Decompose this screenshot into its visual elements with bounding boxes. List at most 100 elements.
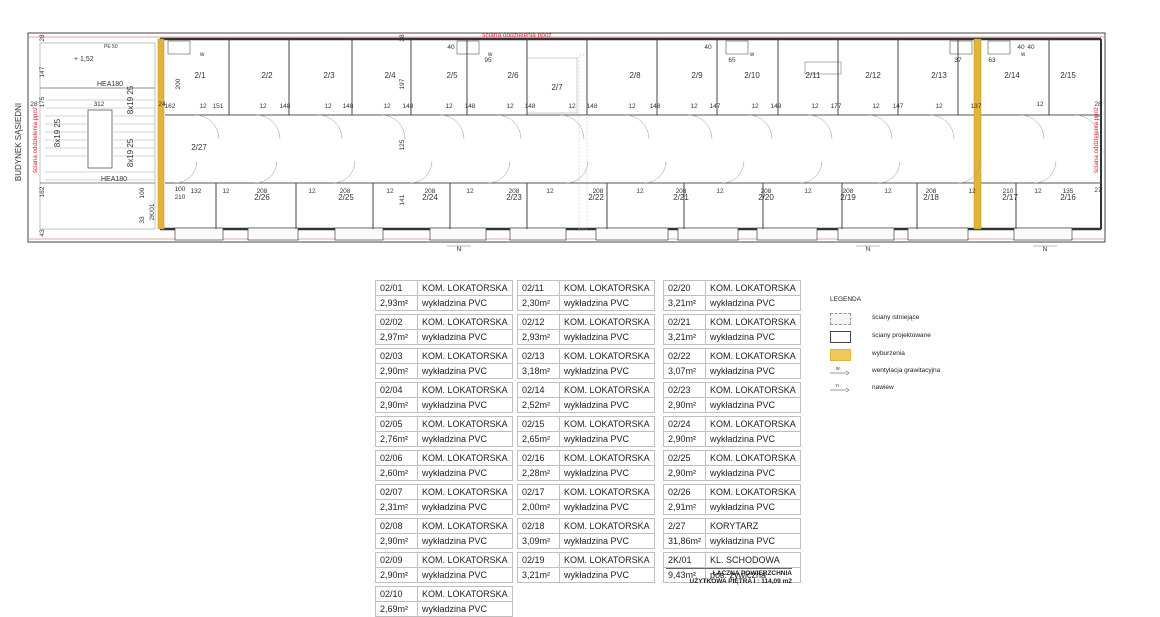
room-area: 2,60m² [375, 465, 418, 481]
room-id: 2/27 [662, 518, 707, 534]
legend-label-supply: nawiew [872, 384, 894, 391]
room-area: 2,90m² [662, 465, 707, 481]
room-area: 3,21m² [662, 329, 707, 345]
staircase-well [87, 109, 113, 169]
stairs-label-mid: 8x19 25 [53, 118, 62, 147]
room-label: 2/19 [840, 193, 856, 202]
room-label: 2/3 [323, 71, 335, 80]
room-floor: wykładzina PVC [559, 533, 655, 549]
room-id: 02/17 [517, 484, 560, 500]
dim-bottom: 208 [340, 188, 351, 195]
room-name: KOM. LOKATORSKA [559, 382, 655, 398]
room-label: 2/25 [338, 193, 354, 202]
room-label: 2/16 [1060, 193, 1076, 202]
room-name: KORYTARZ [705, 518, 801, 534]
room-name: KOM. LOKATORSKA [417, 484, 513, 500]
room-id: 02/01 [375, 280, 418, 296]
door-swing [565, 160, 589, 184]
room-floor: wykładzina PVC [705, 329, 801, 345]
dim-top: 148 [587, 103, 598, 110]
dim-top: 148 [343, 103, 354, 110]
room-id: 02/24 [662, 416, 707, 432]
dim-misc: 40 [1027, 44, 1035, 51]
room-label: 2/22 [588, 193, 604, 202]
door-swing [957, 160, 981, 184]
room-area: 31,86m² [662, 533, 707, 549]
room-label: 2/2 [261, 71, 273, 80]
door-swing [624, 114, 650, 140]
dim-misc: 28 [39, 34, 46, 42]
dim-top: 149 [771, 103, 782, 110]
floor-plan: ściana oddzielenia ppoż ściana oddzielen… [14, 32, 1106, 253]
room-floor: wykładzina PVC [559, 499, 655, 515]
stub-2-11 [804, 61, 842, 75]
total-area: ŁĄCZNA POWIERZCHNIA UŻYTKOWA PIĘTRA I : … [666, 568, 792, 586]
room-label: 2/1 [194, 71, 206, 80]
vent-ducts [167, 40, 1011, 55]
fire-wall-label-top: ściana oddzielenia ppoż [482, 32, 551, 39]
dim-misc: 33 [139, 216, 146, 224]
dim-misc: 43 [39, 229, 46, 237]
room-floor: wykładzina PVC [559, 329, 655, 345]
room-area: 2,90m² [375, 397, 418, 413]
dim-misc: 175 [39, 96, 46, 107]
room-name: KOM. LOKATORSKA [559, 314, 655, 330]
demolition-wall [578, 54, 588, 230]
room-floor: wykładzina PVC [559, 397, 655, 413]
door-swing [254, 160, 278, 184]
room-name: KOM. LOKATORSKA [417, 586, 513, 602]
door-swing [807, 114, 833, 140]
total-area-line1: ŁĄCZNA POWIERZCHNIA [712, 570, 792, 577]
door-swing [643, 160, 667, 184]
door-swing [439, 114, 465, 140]
room-id: 02/05 [375, 416, 418, 432]
legend-label-existing: ściany istniejące [872, 314, 920, 321]
dim-bottom: 12 [716, 188, 724, 195]
room-id: 02/12 [517, 314, 560, 330]
room-label: 2/17 [1002, 193, 1018, 202]
door-swings [174, 114, 1100, 184]
room-area: 3,21m² [662, 295, 707, 311]
room-id: 02/09 [375, 552, 418, 568]
room-floor: wykładzina PVC [417, 601, 513, 617]
dim-top: 137 [971, 103, 982, 110]
room-id: 02/19 [517, 552, 560, 568]
vent-mark: w [199, 52, 205, 58]
room-id: 02/25 [662, 450, 707, 466]
dim-misc: 40 [704, 44, 712, 51]
legend-swatch-demolition [830, 349, 851, 361]
dim-top: 12 [751, 103, 759, 110]
dim-bottom: 210 [1003, 188, 1014, 195]
dim-bottom: 208 [509, 188, 520, 195]
dim-misc: 312 [94, 101, 105, 108]
room-name: KOM. LOKATORSKA [417, 450, 513, 466]
door-swing [929, 114, 955, 140]
legend-label-demolition: wyburzenia [872, 350, 905, 357]
room-floor: wykładzina PVC [417, 363, 513, 379]
legend-swatch-vent: w [830, 366, 850, 376]
dim-misc: 40 [1017, 44, 1025, 51]
room-area: 2,65m² [517, 431, 560, 447]
room-name: KOM. LOKATORSKA [559, 348, 655, 364]
dim-top: 12 [811, 103, 819, 110]
legend-title: LEGENDA [830, 296, 862, 303]
room-area: 2,30m² [517, 295, 560, 311]
door-swing [559, 114, 585, 140]
room-area: 2,91m² [662, 499, 707, 515]
